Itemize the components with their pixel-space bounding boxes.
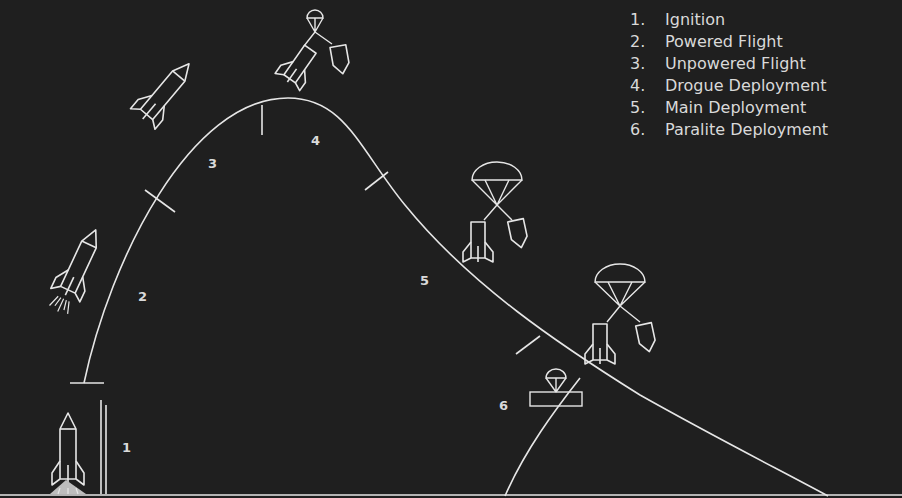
- rocket-on-pad: [50, 400, 106, 494]
- phase-name: Ignition: [665, 12, 725, 28]
- paralite-payload: [530, 369, 582, 406]
- ground-line: [0, 494, 902, 496]
- rocket-powered: [43, 223, 110, 318]
- callout-number: 2: [138, 290, 147, 303]
- callout-number: 1: [122, 441, 131, 454]
- callout-number: 5: [420, 274, 429, 287]
- phase-ticks: [70, 105, 540, 383]
- phase-name: Main Deployment: [665, 100, 806, 116]
- trajectory-curve: [84, 98, 828, 496]
- list-number: 3.: [630, 56, 645, 72]
- list-number: 6.: [630, 122, 645, 138]
- rocket-coasting: [130, 54, 201, 130]
- callout-number: 3: [208, 157, 217, 170]
- list-number: 2.: [630, 34, 645, 50]
- callout-number: 4: [311, 134, 320, 147]
- phase-name: Powered Flight: [665, 34, 783, 50]
- paralite-curve: [505, 378, 580, 496]
- phase-name: Paralite Deployment: [665, 122, 828, 138]
- phase-name: Unpowered Flight: [665, 56, 806, 72]
- drogue-deployment: [275, 10, 351, 91]
- list-number: 4.: [630, 78, 645, 94]
- main-deployment-after-paralite: [585, 264, 657, 364]
- callout-number: 6: [499, 399, 508, 412]
- list-number: 1.: [630, 12, 645, 28]
- phase-name: Drogue Deployment: [665, 78, 826, 94]
- list-number: 5.: [630, 100, 645, 116]
- main-deployment: [463, 162, 529, 262]
